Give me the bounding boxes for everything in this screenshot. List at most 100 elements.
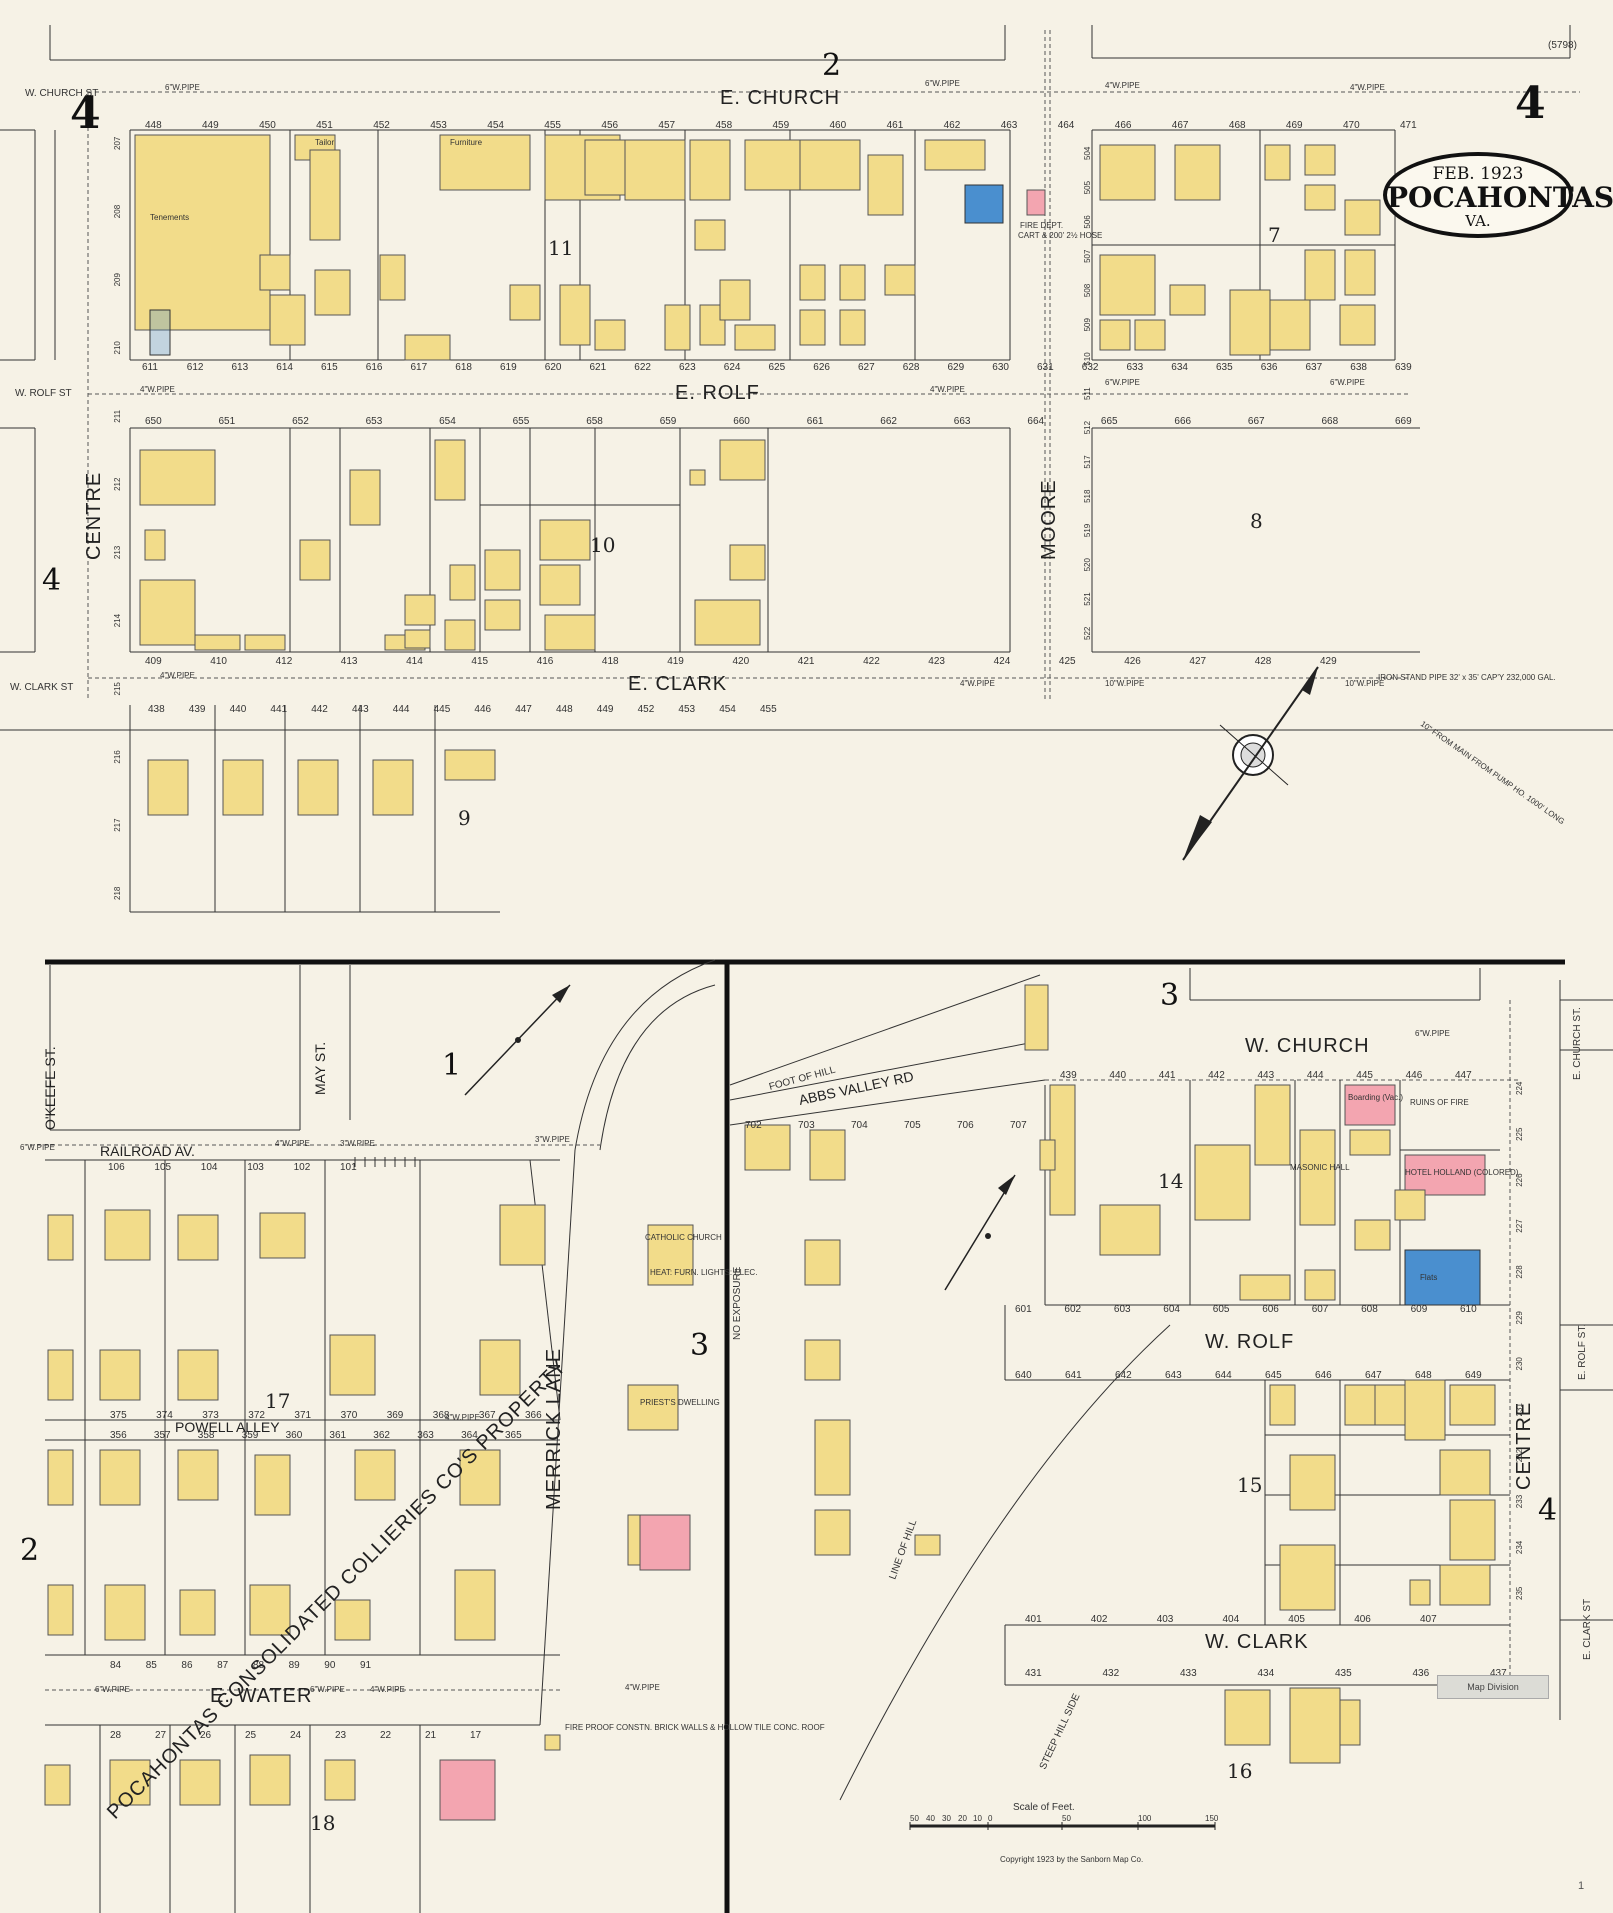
- pipe-label-11: 10"W.PIPE: [1105, 679, 1144, 688]
- scale-bar: [909, 1822, 1216, 1830]
- address-e_church_north-6: 454: [487, 120, 504, 131]
- address-e_church_north-4: 452: [373, 120, 390, 131]
- address-abbs_valley-4: 706: [957, 1120, 974, 1131]
- city-name: POCAHONTAS: [1387, 181, 1613, 214]
- north-arrow-icon: [464, 984, 1016, 1291]
- pipe-label-12: 10"W.PIPE: [1345, 679, 1384, 688]
- address-e_church_north-7: 455: [544, 120, 561, 131]
- address-e_church_north-14: 462: [944, 120, 961, 131]
- street-merrick-lane: MERRICK LANE: [543, 1348, 565, 1510]
- pipe-label-18: 6"W.PIPE: [95, 1685, 130, 1694]
- address-e_rolf_north-16: 627: [858, 362, 875, 373]
- address-e_rolf_north-9: 620: [545, 362, 562, 373]
- address-e_rolf_north-24: 635: [1216, 362, 1233, 373]
- address-e_rolf_south-6: 658: [586, 416, 603, 427]
- tailor-label: Tailor: [315, 138, 334, 147]
- address-e_rolf_south-0: 650: [145, 416, 162, 427]
- address-water_south-7: 21: [425, 1730, 437, 1741]
- address-e_clark_south-7: 445: [434, 704, 451, 715]
- address-centre_left-10: 217: [113, 818, 122, 832]
- street-centre-upper: CENTRE: [83, 472, 105, 560]
- e-rolf-st-label: E. ROLF ST.: [1577, 1324, 1588, 1380]
- fireproof-note-label: FIRE PROOF CONSTN. BRICK WALLS & HOLLOW …: [565, 1723, 825, 1732]
- address-e_clark_north-9: 420: [733, 656, 750, 667]
- address-water_north-7: 91: [360, 1660, 372, 1671]
- tenements-label: Tenements: [150, 213, 189, 222]
- address-water_north-2: 86: [181, 1660, 193, 1671]
- address-e_clark_south-4: 442: [311, 704, 328, 715]
- address-powell_south-3: 359: [242, 1430, 259, 1441]
- address-moore-2: 506: [1083, 215, 1092, 229]
- address-e_clark_north-15: 426: [1124, 656, 1141, 667]
- address-e_clark_north-11: 422: [863, 656, 880, 667]
- address-centre_left-0: 207: [113, 136, 122, 150]
- address-powell_south-2: 358: [198, 1430, 215, 1441]
- address-w_church-6: 445: [1356, 1070, 1373, 1081]
- title-cartouche: FEB. 1923 POCAHONTAS VA.: [1383, 152, 1613, 238]
- masonic-hall-label: MASONIC HALL: [1290, 1163, 1350, 1172]
- address-w_church-8: 447: [1455, 1070, 1472, 1081]
- address-moore-1: 505: [1083, 180, 1092, 194]
- address-water_north-6: 90: [324, 1660, 336, 1671]
- scale-tick-5: 0: [988, 1814, 993, 1823]
- address-powell_south-8: 364: [461, 1430, 478, 1441]
- address-water_north-4: 88: [253, 1660, 265, 1671]
- address-e_clark_south-11: 449: [597, 704, 614, 715]
- address-water_south-0: 28: [110, 1730, 122, 1741]
- street-e-rolf: E. ROLF: [675, 382, 760, 404]
- address-railroad-1: 105: [154, 1162, 171, 1173]
- address-e_rolf_south-10: 662: [880, 416, 897, 427]
- pipe-labels: 6"W.PIPE 6"W.PIPE 4"W.PIPE 4"W.PIPE 4"W.…: [20, 79, 1450, 1694]
- lower-left-lines: [30, 959, 716, 1913]
- address-w_church-3: 442: [1208, 1070, 1225, 1081]
- sheet-code: (5798): [1548, 40, 1577, 51]
- address-e_rolf_north-10: 621: [590, 362, 607, 373]
- section-3-mid: 3: [690, 1328, 709, 1363]
- address-e_church_north-15: 463: [1001, 120, 1018, 131]
- address-e_church_north-13: 461: [887, 120, 904, 131]
- street-railroad-av: RAILROAD AV.: [100, 1143, 195, 1159]
- address-centre_left-5: 212: [113, 477, 122, 491]
- address-moore-11: 519: [1083, 523, 1092, 537]
- address-e_church_north-21: 470: [1343, 120, 1360, 131]
- upper-curbs: [0, 129, 1613, 913]
- address-e_clark_north-17: 428: [1255, 656, 1272, 667]
- address-moore-7: 511: [1083, 387, 1092, 400]
- block-11: 11: [548, 236, 573, 260]
- address-e_rolf_south-1: 651: [219, 416, 236, 427]
- address-water_south-4: 24: [290, 1730, 302, 1741]
- address-e_clark_south-3: 441: [270, 704, 287, 715]
- address-centre_right-4: 228: [1515, 1265, 1524, 1279]
- address-powell_south-9: 365: [505, 1430, 522, 1441]
- address-powell_north-6: 369: [387, 1410, 404, 1421]
- address-e_rolf_north-14: 625: [769, 362, 786, 373]
- top-frame: [49, 25, 1571, 61]
- address-e_rolf_north-17: 628: [903, 362, 920, 373]
- pipe-label-17: 4"W.PIPE: [445, 1413, 480, 1422]
- address-e_church_north-10: 458: [716, 120, 733, 131]
- pipe-label-1: 6"W.PIPE: [165, 83, 200, 92]
- address-e_rolf_north-7: 618: [455, 362, 472, 373]
- pipe-label-4: 4"W.PIPE: [1350, 83, 1385, 92]
- pipe-label-5: 4"W.PIPE: [140, 385, 175, 394]
- section-1: 1: [442, 1048, 461, 1083]
- address-water_north-3: 87: [217, 1660, 229, 1671]
- map-division-stamp: Map Division: [1437, 1675, 1549, 1699]
- state-name: VA.: [1465, 212, 1491, 230]
- address-w_rolf_south-1: 641: [1065, 1370, 1082, 1381]
- pipe-label-15: 3"W.PIPE: [340, 1139, 375, 1148]
- address-e_rolf_north-25: 636: [1261, 362, 1278, 373]
- address-centre_right-3: 227: [1515, 1219, 1524, 1233]
- address-e_rolf_north-21: 632: [1082, 362, 1099, 373]
- pipe-label-3: 4"W.PIPE: [1105, 81, 1140, 90]
- address-water_north-1: 85: [146, 1660, 158, 1671]
- pipe-label-2: 6"W.PIPE: [925, 79, 960, 88]
- sheet-date: FEB. 1923: [1432, 164, 1524, 184]
- address-w_clark_south-6: 437: [1490, 1668, 1507, 1679]
- block-8: 8: [1250, 509, 1263, 533]
- street-w-clark: W. CLARK: [1205, 1631, 1309, 1653]
- address-moore-8: 512: [1083, 420, 1092, 434]
- address-water_south-1: 27: [155, 1730, 167, 1741]
